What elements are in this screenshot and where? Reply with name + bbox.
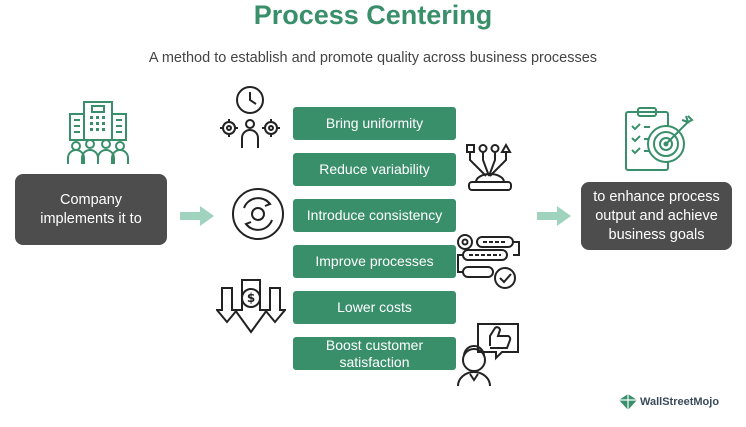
step-bring-uniformity: Bring uniformity — [293, 107, 456, 140]
checklist-target-icon — [625, 107, 694, 171]
customer-thumbs-up-icon — [457, 323, 519, 387]
right-arrow-icon — [180, 206, 214, 226]
step-introduce-consistency: Introduce consistency — [293, 199, 456, 232]
office-building-people-icon — [67, 101, 129, 164]
clock-gears-person-icon — [220, 86, 280, 148]
step-improve-processes: Improve processes — [293, 245, 456, 278]
page-subtitle: A method to establish and promote qualit… — [148, 50, 598, 66]
brand-name: WallStreetMojo — [640, 396, 720, 408]
svg-text:$: $ — [247, 291, 255, 305]
goal-box: to enhance process output and achieve bu… — [581, 182, 732, 250]
wallstreetmojo-logo-icon — [619, 394, 637, 410]
step-lower-costs: Lower costs — [293, 291, 456, 324]
step-reduce-variability: Reduce variability — [293, 153, 456, 186]
step-boost-customer-satisfaction: Boost customer satisfaction — [293, 337, 456, 370]
right-arrow-icon — [537, 206, 571, 226]
company-box: Company implements it to — [15, 174, 167, 245]
page-title: Process Centering — [253, 0, 493, 30]
shapes-funnel-icon — [466, 142, 512, 191]
workflow-gear-check-icon — [457, 234, 520, 289]
money-down-arrows-icon: $ — [216, 279, 286, 334]
circular-arrows-icon — [232, 188, 284, 240]
